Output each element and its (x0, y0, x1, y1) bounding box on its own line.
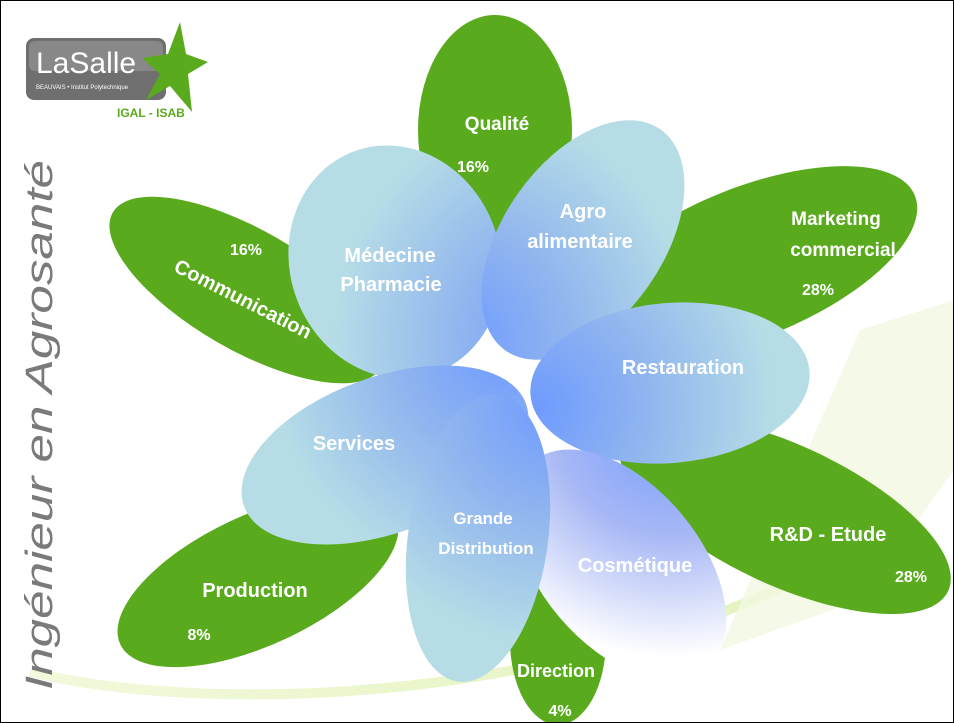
logo-name: LaSalle (36, 47, 136, 80)
percent-direction: 4% (548, 703, 571, 720)
label-grande-distribution-line2: Distribution (438, 539, 533, 558)
label-qualite: Qualité (465, 114, 529, 135)
label-marketing-line1: Marketing (791, 209, 881, 230)
vertical-title: Ingénieur en Agrosanté (19, 160, 61, 690)
logo-subtitle: IGAL - ISAB (117, 106, 185, 120)
petal-agro (481, 120, 685, 360)
label-production: Production (202, 580, 308, 602)
label-marketing-line2: commercial (790, 240, 896, 261)
petal-cosmetique (513, 449, 727, 681)
label-medecine-line1: Médecine (344, 245, 435, 267)
percent-communication: 16% (230, 242, 262, 259)
logo-tagline: BEAUVAIS • Institut Polytechnique (36, 85, 129, 91)
percent-production: 8% (187, 627, 210, 644)
inner-labels: Médecine Pharmacie Agro alimentaire Rest… (313, 201, 744, 577)
label-direction: Direction (517, 661, 595, 681)
label-agro-line1: Agro (560, 201, 607, 223)
percent-qualite: 16% (457, 159, 489, 176)
label-medecine-line2: Pharmacie (340, 274, 441, 296)
logo-star-icon (142, 22, 208, 112)
petal-medecine (288, 145, 502, 379)
petal-restauration (530, 302, 810, 464)
label-restauration: Restauration (622, 357, 744, 379)
percent-rd: 28% (895, 569, 927, 586)
label-cosmetique: Cosmétique (578, 555, 692, 577)
inner-petals (241, 120, 810, 682)
label-rd: R&D - Etude (770, 524, 887, 546)
petal-communication (109, 196, 385, 384)
lasalle-logo: LaSalle BEAUVAIS • Institut Polytechniqu… (26, 22, 208, 120)
petal-rd (619, 415, 951, 615)
label-grande-distribution-line1: Grande (453, 509, 513, 528)
petal-grande-distribution (405, 394, 551, 682)
percent-marketing: 28% (802, 282, 834, 299)
label-services: Services (313, 433, 395, 455)
label-agro-line2: alimentaire (527, 231, 633, 253)
